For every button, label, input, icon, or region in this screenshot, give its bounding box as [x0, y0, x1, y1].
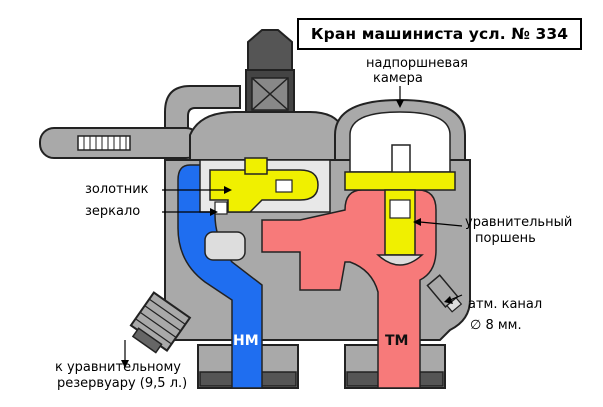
spool-label: золотник: [85, 182, 149, 197]
reservoir-label-line2: резервуару (9,5 л.): [57, 376, 188, 391]
reservoir-label-line1: к уравнительному: [55, 360, 182, 375]
equalizing-piston: [344, 111, 456, 266]
diagram-title: Кран машиниста усл. № 334: [297, 18, 582, 50]
atm-channel-label-line1: атм. канал: [468, 297, 543, 312]
piston-label-line2: поршень: [475, 231, 536, 246]
nm-channel-label: НМ: [233, 333, 259, 349]
spool: [199, 157, 331, 215]
chamber-label-line2: камера: [373, 71, 423, 86]
mirror-window: [204, 231, 246, 261]
leader-lines: [124, 86, 463, 360]
mirror-label: зеркало: [85, 204, 141, 219]
handle-assembly: [39, 85, 241, 159]
chamber-label-line1: надпоршневая: [366, 56, 469, 71]
atm-channel-label-line2: ∅ 8 мм.: [470, 318, 522, 333]
tm-channel-label: ТМ: [385, 333, 409, 349]
piston-label-line1: уравнительный: [465, 215, 573, 230]
leader-arrows: [121, 100, 453, 368]
